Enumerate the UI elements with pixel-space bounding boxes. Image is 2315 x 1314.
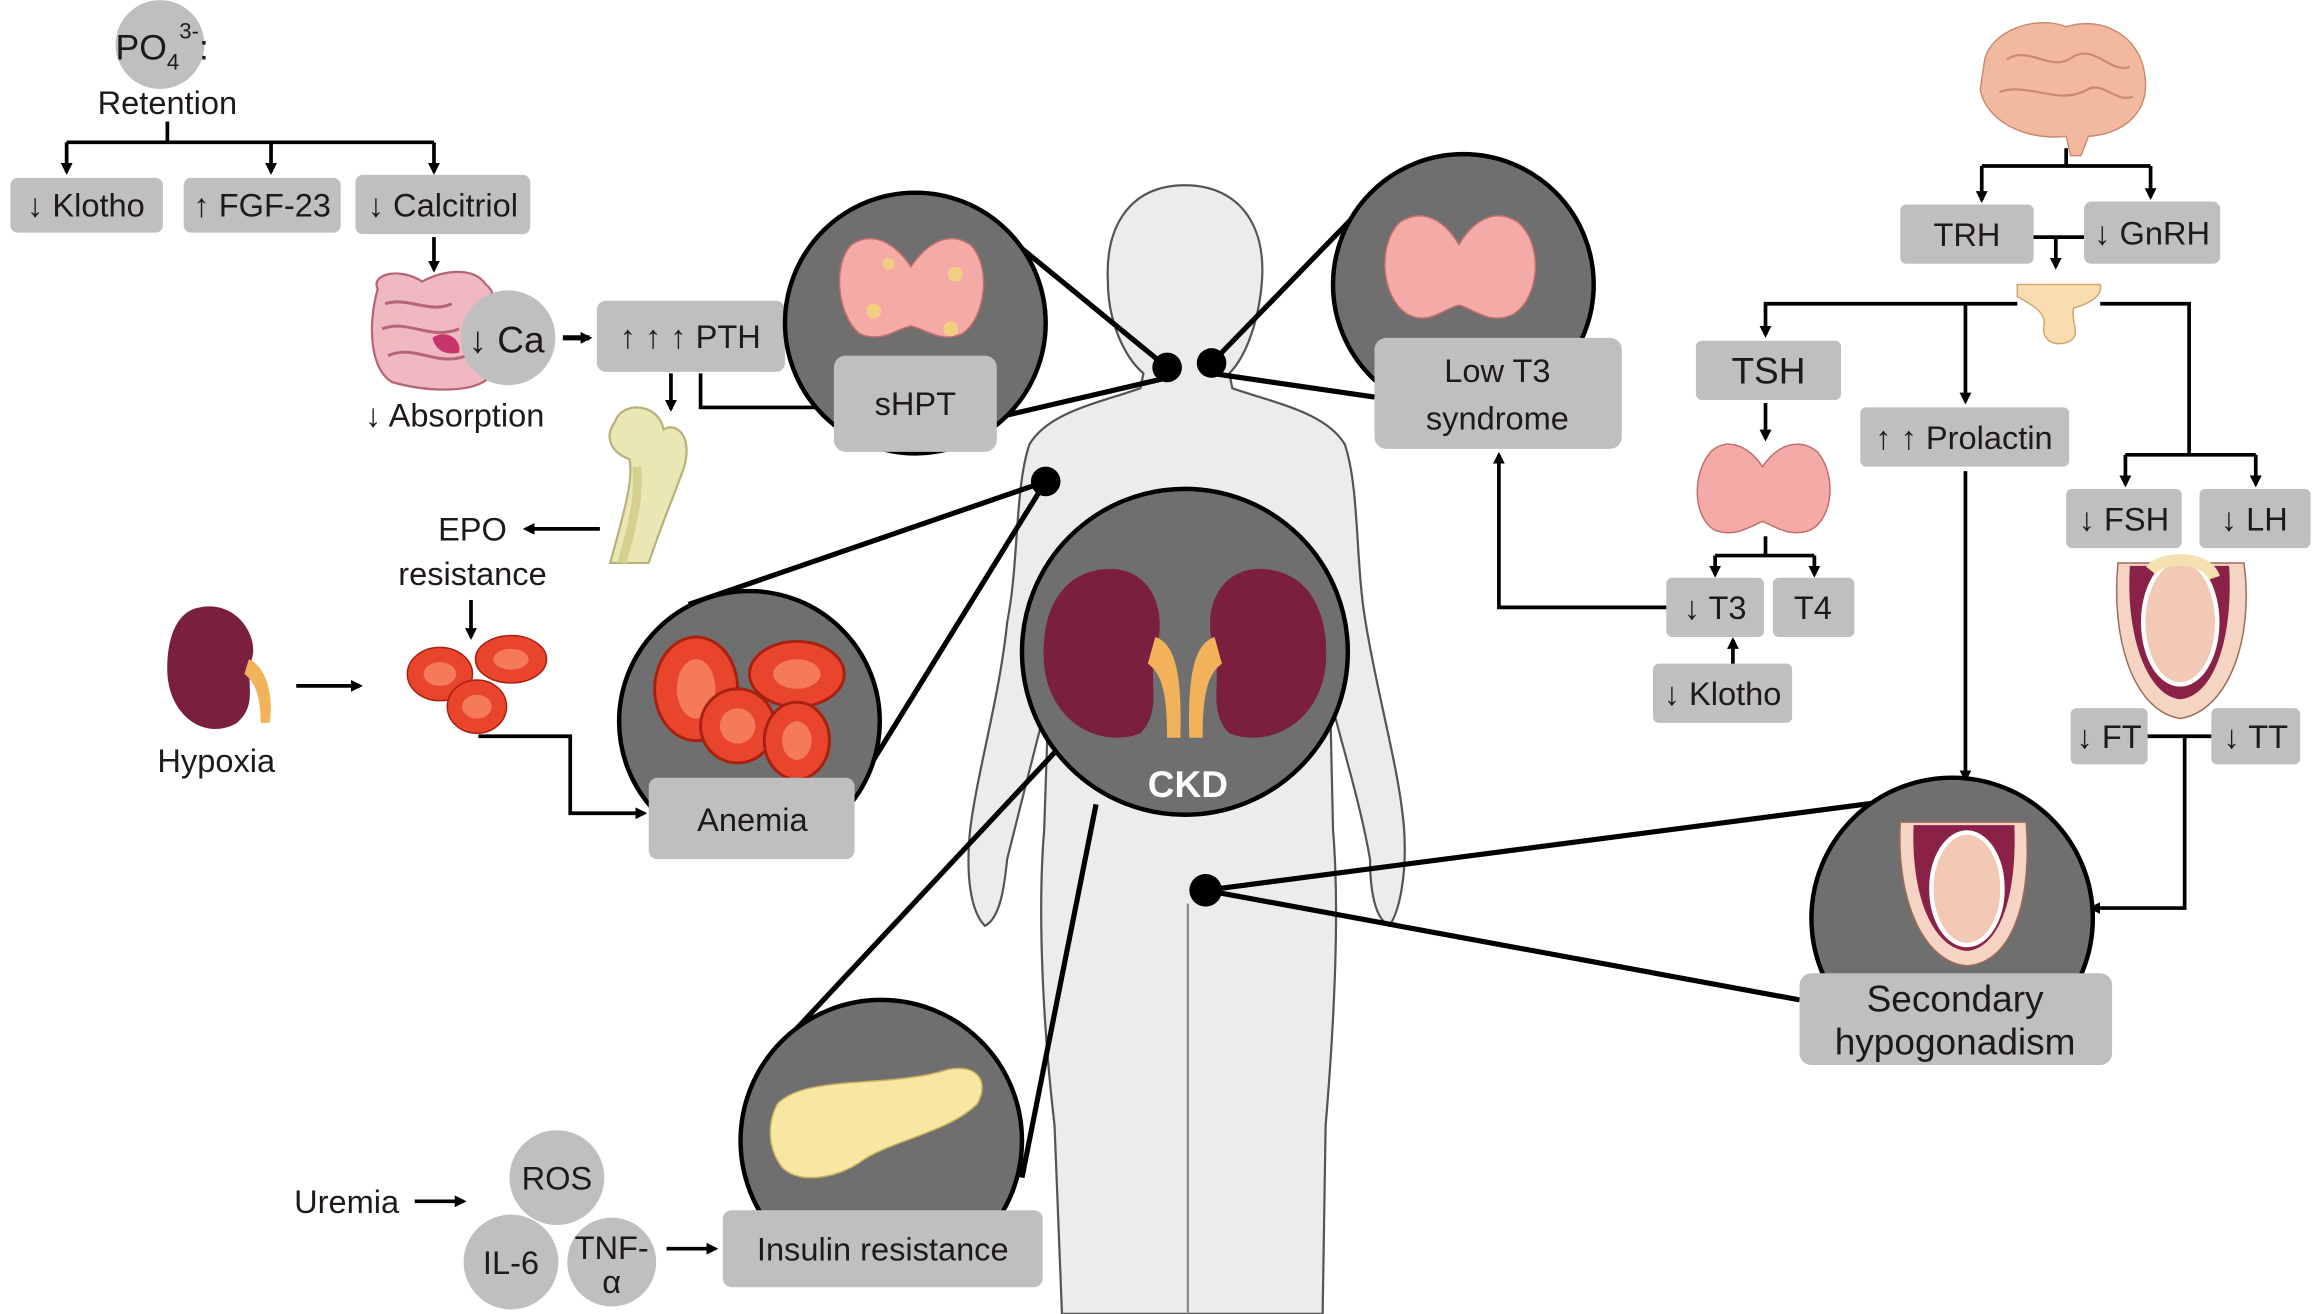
parathyroid-gland [866,303,882,319]
t4-label: T4 [1794,590,1832,626]
neck-dot-left [1152,352,1182,383]
phosphate-circle [115,0,205,89]
tnf-alpha-label: α [602,1264,621,1300]
low-t3-label: Low T3 [1444,353,1550,389]
calcitriol-box [355,174,531,235]
ros-label: ROS [522,1160,593,1196]
klotho-label: ↓ Klotho [27,187,145,223]
red-blood-cells-icon [406,634,548,735]
red-blood-cells-large-icon [653,635,846,781]
trh-label: TRH [1933,217,2000,253]
klotho-box [10,177,163,233]
anemia-label: Anemia [697,802,808,838]
gnrh-box [2083,201,2221,264]
hypogonadism-label-2: hypogonadism [1835,1021,2076,1063]
tsh-box [1695,340,1842,401]
fgf23-label: ↑ FGF-23 [193,187,331,223]
calcitriol-label: ↓ Calcitriol [368,187,518,223]
thyroid-klotho-label: ↓ Klotho [1664,676,1782,712]
insulin-resistance-box [722,1210,1043,1288]
calcium-circle [460,290,556,386]
brain-icon [1979,22,2147,157]
neck-dot-right [1196,348,1227,378]
parathyroid-gland [882,257,895,270]
tt-label: ↓ TT [2223,719,2288,755]
t3-box [1666,577,1765,638]
lh-label: ↓ LH [2221,501,2288,537]
parathyroid-gland [943,321,959,337]
shpt-box [833,355,997,452]
t4-box [1772,577,1855,638]
ckd-label: CKD [1148,763,1228,805]
lh-box [2199,488,2311,549]
fsh-label: ↓ FSH [2079,501,2170,537]
kidneys-icon [1043,568,1327,738]
prolactin-box [1860,407,2070,467]
retention-label: Retention [98,85,237,121]
bone-icon [608,406,688,565]
groin-dot [1189,873,1222,907]
epo-resistance-label: resistance [398,556,546,592]
hypogonadism-box [1799,973,2113,1066]
tsh-label: TSH [1731,350,1805,392]
pituitary-icon [2016,283,2102,345]
chest-dot [1030,466,1061,497]
parathyroid-gland [947,266,963,282]
pancreas-icon [769,1067,983,1179]
shpt-label: sHPT [875,386,957,422]
anemia-box [648,777,855,860]
absorption-label: ↓ Absorption [365,398,544,434]
calcium-label: ↓ Ca [468,319,545,361]
gnrh-label: ↓ GnRH [2094,216,2210,252]
epo-label: EPO [438,512,507,548]
ft-label: ↓ FT [2077,719,2142,755]
pth-label: ↑ ↑ ↑ PTH [620,319,761,355]
kidney-icon [167,606,271,730]
prolactin-label: ↑ ↑ Prolactin [1875,420,2052,456]
phosphate-label: PO43-: [116,19,209,75]
t3-label: ↓ T3 [1684,590,1747,626]
tnf-label: TNF- [575,1230,649,1266]
testis-icon [2115,554,2247,720]
fsh-box [2066,488,2182,549]
ros-circle [509,1130,605,1226]
fgf23-box [183,177,341,233]
connector-lines [687,202,1956,1179]
il6-circle [463,1214,559,1310]
hypogonadism-label: Secondary [1867,978,2044,1020]
tt-box [2211,708,2301,765]
testis-large-icon [1899,821,2028,967]
low-t3-box [1374,337,1622,449]
thyroid-klotho-box [1652,663,1793,723]
insulin-resistance-label: Insulin resistance [757,1232,1009,1268]
low-t3-syndrome-label: syndrome [1426,401,1569,437]
il6-label: IL-6 [483,1245,539,1281]
trh-box [1900,204,2034,264]
pth-box [596,300,785,372]
hypoxia-label: Hypoxia [157,743,276,779]
ft-box [2070,708,2148,765]
thyroid-icon [1384,215,1537,319]
thyroid-small-icon [1696,443,1831,534]
tnf-circle [567,1217,657,1307]
uremia-label: Uremia [294,1184,400,1220]
